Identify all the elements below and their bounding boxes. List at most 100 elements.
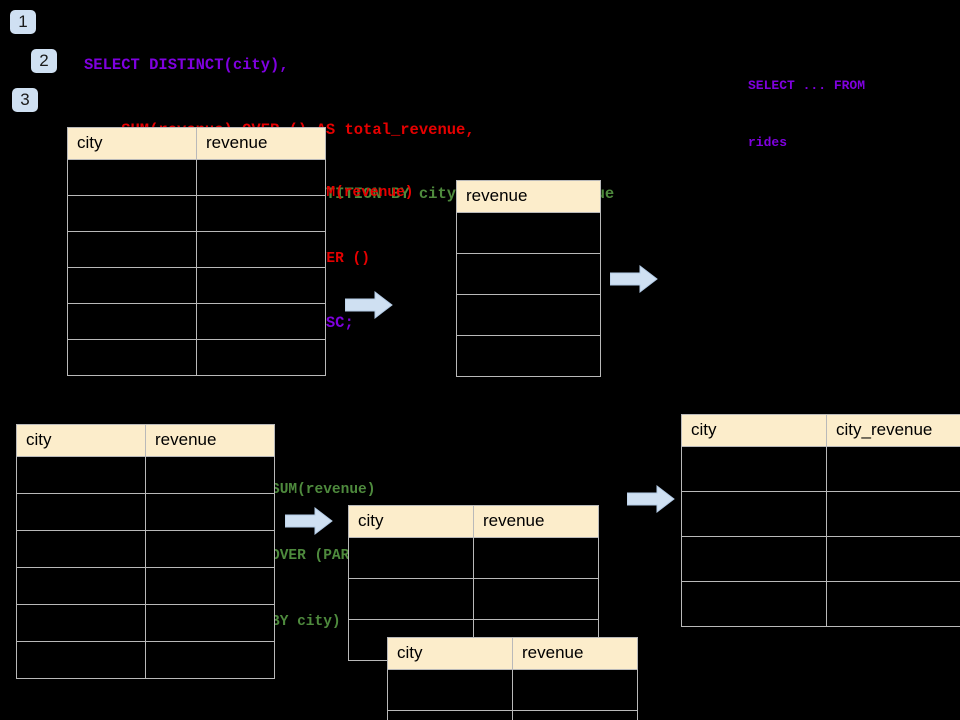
annotation-city-revenue-line-1: SUM(revenue) (271, 482, 376, 498)
cell-city (16, 456, 146, 494)
cell-city (67, 159, 197, 196)
cell-revenue (145, 567, 275, 605)
annotation-city-revenue: SUM(revenue) OVER (PARTITION BY city) (271, 435, 402, 677)
cell-city (16, 604, 146, 642)
cell-city (16, 567, 146, 605)
step-badge-1: 1 (10, 10, 36, 34)
cell-revenue (196, 303, 326, 340)
table-row (67, 195, 326, 232)
cell-revenue (456, 253, 601, 295)
table-rides-source-bottom: city revenue (16, 424, 275, 679)
cell-city (681, 536, 827, 582)
cell-city (67, 303, 197, 340)
table-row (16, 493, 275, 531)
column-header-revenue: revenue (145, 424, 275, 457)
annotation-city-revenue-line-3: BY city) (271, 614, 341, 630)
cell-city (681, 581, 827, 627)
table-row (67, 303, 326, 340)
table-header-row: city city_revenue (681, 414, 960, 447)
cell-revenue (196, 339, 326, 376)
cell-city (348, 537, 474, 579)
table-total-revenue: revenue (456, 180, 601, 377)
cell-revenue (145, 456, 275, 494)
column-header-revenue: revenue (473, 505, 599, 538)
cell-city (67, 231, 197, 268)
table-header-row: city revenue (16, 424, 275, 457)
cell-city (16, 530, 146, 568)
arrow-source-to-partition (285, 507, 333, 535)
sql-line-select: SELECT DISTINCT(city), (84, 56, 289, 74)
arrow-total-to-result (610, 265, 658, 293)
column-header-revenue: revenue (456, 180, 601, 213)
table-header-row: city revenue (387, 637, 638, 670)
table-row (681, 491, 960, 537)
table-row (681, 446, 960, 492)
annotation-total-revenue-line-1: SUM(revenue) (309, 185, 414, 201)
column-header-revenue: revenue (512, 637, 638, 670)
table-row (456, 253, 601, 295)
cell-city-revenue (826, 581, 960, 627)
table-row (387, 710, 638, 720)
arrow-partition-to-result (627, 485, 675, 513)
cell-city (681, 491, 827, 537)
table-row (16, 567, 275, 605)
column-header-city: city (681, 414, 827, 447)
cell-city-revenue (826, 491, 960, 537)
table-row (16, 456, 275, 494)
cell-revenue (473, 578, 599, 620)
table-row (16, 604, 275, 642)
column-header-city: city (387, 637, 513, 670)
cell-revenue (473, 537, 599, 579)
cell-revenue (456, 212, 601, 254)
table-row (67, 159, 326, 196)
cell-revenue (512, 669, 638, 711)
column-header-city: city (348, 505, 474, 538)
cell-city (16, 641, 146, 679)
table-row (456, 294, 601, 336)
cell-city (348, 578, 474, 620)
table-row (67, 267, 326, 304)
step-badge-2: 2 (31, 49, 57, 73)
cell-revenue (196, 195, 326, 232)
select-from-line-2: rides (748, 135, 788, 150)
table-row (16, 530, 275, 568)
cell-city (67, 339, 197, 376)
table-row (16, 641, 275, 679)
select-from-line-1: SELECT ... FROM (748, 78, 866, 93)
cell-city (387, 710, 513, 720)
table-rides-source-top: city revenue (67, 127, 326, 376)
cell-city (67, 195, 197, 232)
cell-revenue (145, 641, 275, 679)
table-header-row: city revenue (348, 505, 599, 538)
cell-city (681, 446, 827, 492)
table-header-row: revenue (456, 180, 601, 213)
table-row (681, 581, 960, 627)
column-header-city: city (67, 127, 197, 160)
cell-city-revenue (826, 446, 960, 492)
table-header-row: city revenue (67, 127, 326, 160)
cell-revenue (512, 710, 638, 720)
cell-revenue (145, 493, 275, 531)
table-row (387, 669, 638, 711)
cell-city-revenue (826, 536, 960, 582)
cell-city (67, 267, 197, 304)
table-row (348, 537, 599, 579)
table-result: city city_revenue (681, 414, 960, 627)
cell-revenue (456, 335, 601, 377)
step-badge-3: 3 (12, 88, 38, 112)
table-partition-group-front: city revenue (387, 637, 638, 720)
select-from-side-label: SELECT ... FROM rides (748, 38, 865, 190)
cell-revenue (196, 267, 326, 304)
table-row (348, 578, 599, 620)
cell-revenue (145, 604, 275, 642)
cell-revenue (456, 294, 601, 336)
table-row (456, 212, 601, 254)
table-row (681, 536, 960, 582)
table-row (67, 339, 326, 376)
cell-revenue (196, 159, 326, 196)
table-row (456, 335, 601, 377)
cell-revenue (145, 530, 275, 568)
cell-city (16, 493, 146, 531)
column-header-revenue: revenue (196, 127, 326, 160)
